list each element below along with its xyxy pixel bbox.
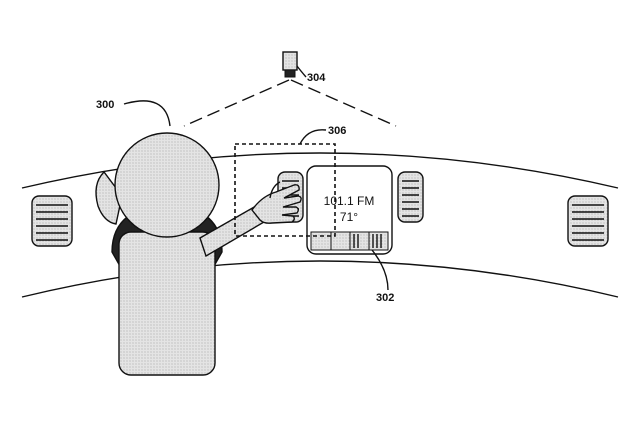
driver-head bbox=[114, 132, 220, 238]
label-display: 302 bbox=[376, 292, 394, 304]
label-zone: 306 bbox=[328, 125, 346, 137]
driver-body bbox=[118, 231, 216, 376]
driver-left-arm bbox=[95, 170, 123, 225]
dashboard-top-edge bbox=[21, 152, 619, 189]
display-station-text: 101.1 FM bbox=[324, 194, 375, 208]
camera-icon bbox=[282, 51, 298, 78]
label-driver: 300 bbox=[96, 99, 114, 111]
interaction-zone-box bbox=[234, 143, 336, 237]
center-display: 101.1 FM 71° bbox=[306, 165, 393, 255]
center-right-air-vent bbox=[397, 171, 424, 223]
camera-fov-right bbox=[290, 79, 397, 127]
camera-fov-left bbox=[183, 79, 290, 127]
driver-hand bbox=[251, 181, 302, 224]
label-camera: 304 bbox=[307, 72, 326, 84]
display-button-row bbox=[310, 231, 389, 251]
leader-display bbox=[371, 249, 389, 291]
dashboard-bottom-edge bbox=[21, 260, 619, 298]
leader-driver bbox=[123, 100, 171, 127]
leader-zone bbox=[299, 129, 327, 145]
right-outer-air-vent bbox=[567, 195, 609, 247]
display-temperature-text: 71° bbox=[340, 210, 358, 224]
left-outer-air-vent bbox=[31, 195, 73, 247]
leader-camera bbox=[296, 65, 307, 78]
